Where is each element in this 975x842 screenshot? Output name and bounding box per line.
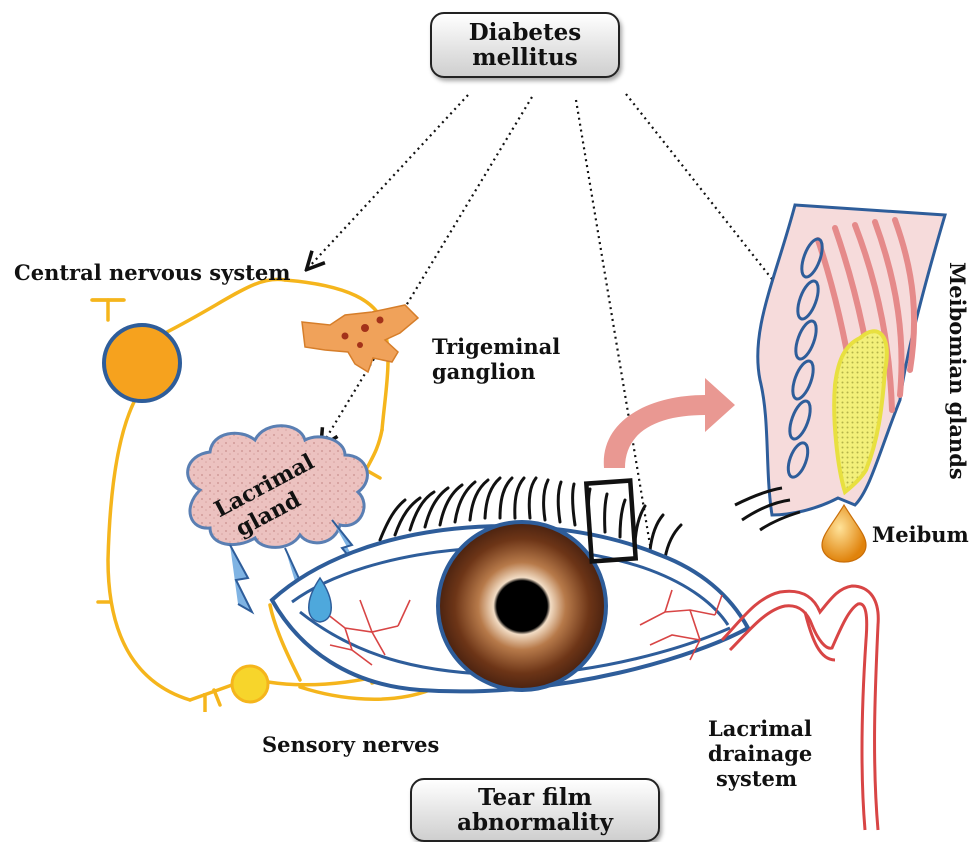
meibomian-gland-inset [735, 205, 945, 530]
trigeminal-ganglion-cell [302, 305, 418, 372]
sensory-ganglion [232, 666, 268, 702]
trigeminal-line-2: ganglion [432, 359, 560, 384]
tear-film-line-1: Tear film [457, 785, 613, 810]
cns-neuron [104, 325, 180, 401]
trigeminal-line-1: Trigeminal [432, 334, 560, 359]
cns-label: Central nervous system [14, 260, 290, 285]
trigeminal-ganglion-label: Trigeminal ganglion [432, 334, 560, 384]
diabetes-line-1: Diabetes [469, 20, 582, 45]
sensory-nerves-label: Sensory nerves [262, 732, 439, 757]
drainage-line-3: system [708, 766, 812, 791]
meibum-label: Meibum [872, 522, 969, 547]
diabetes-mellitus-box: Diabetes mellitus [430, 12, 620, 78]
arrow-to-lacrimal-gland [322, 97, 532, 445]
diabetes-line-2: mellitus [469, 45, 582, 70]
tear-film-line-2: abnormality [457, 810, 613, 835]
tear-film-abnormality-box: Tear film abnormality [410, 778, 660, 842]
drainage-line-1: Lacrimal [708, 716, 812, 741]
meibum-drop [822, 505, 866, 562]
lacrimal-drainage-label: Lacrimal drainage system [708, 716, 812, 791]
drainage-line-2: drainage [708, 741, 812, 766]
meibomian-glands-label: Meibomian glands [945, 262, 970, 480]
iris [438, 522, 606, 690]
